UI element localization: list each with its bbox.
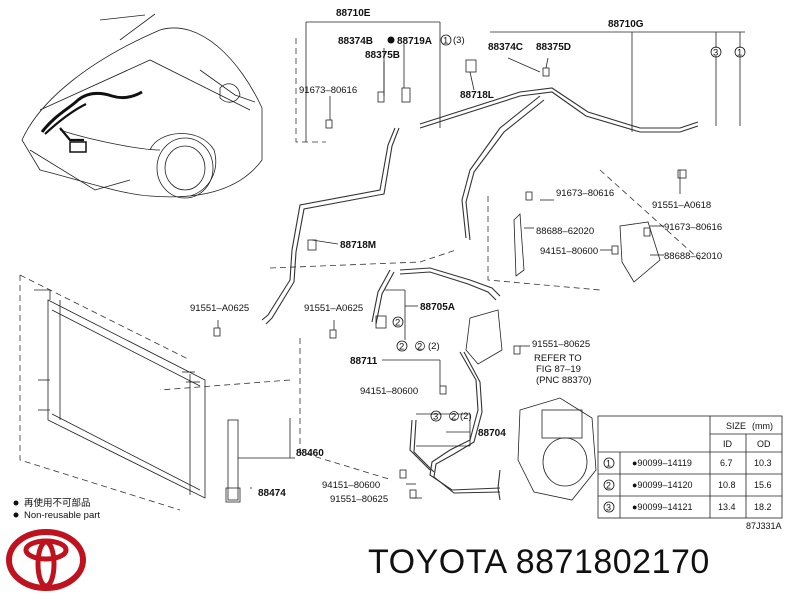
note-japanese: 再使用不可部品	[24, 497, 91, 509]
part-labels: 88710E 88710G 88374B 88719A 1 (3) 88375B…	[190, 8, 746, 505]
circle-mark-icon	[396, 340, 408, 352]
part-label: 91551–A0625	[304, 303, 363, 314]
part-label: 88460	[296, 448, 324, 459]
table-cell-od: 15.6	[754, 480, 772, 490]
toyota-logo-icon	[6, 528, 86, 597]
bullet-dot-icon	[13, 500, 19, 506]
part-label: 88705A	[420, 302, 455, 313]
component-shapes	[213, 59, 687, 501]
circle-mark: 2	[395, 318, 400, 329]
part-label: 91673–80616	[299, 85, 357, 96]
table-cell-no: 3	[606, 503, 611, 513]
part-label: 88374B	[338, 36, 373, 47]
part-label: 88688–62020	[536, 226, 594, 237]
table-row: 2 ●90099–14120 10.8 15.6	[603, 479, 772, 491]
hose-lines	[261, 87, 699, 501]
circle-mark: 2	[417, 342, 422, 353]
table-cell-id: 10.8	[718, 480, 736, 490]
part-label: 94151–80600	[540, 246, 598, 257]
table-row: 3 ●90099–14121 13.4 18.2	[603, 501, 772, 513]
table-cell-part: ●90099–14119	[632, 458, 692, 468]
circle-mark: 3	[713, 48, 718, 59]
refer-note: FIG 87–19	[536, 364, 581, 375]
part-label: 94151–80600	[322, 480, 380, 491]
table-header-id: ID	[723, 439, 733, 449]
table-title: SIZE	[726, 421, 746, 431]
circle-mark: 2	[451, 412, 456, 423]
circle-mark-icon	[603, 501, 615, 513]
circle-mark-icon	[430, 410, 442, 422]
part-label: 94151–80600	[360, 386, 418, 397]
part-label: 88711	[350, 356, 378, 367]
circle-mark-icon	[603, 457, 615, 469]
part-label: 88718M	[340, 240, 376, 251]
table-cell-od: 18.2	[754, 502, 772, 512]
note-non-reusable: Non-reusable part	[24, 510, 100, 520]
car-illustration	[21, 13, 263, 199]
part-label: 91673–80616	[664, 222, 722, 233]
part-label: 88704	[478, 428, 506, 439]
circle-mark: 2	[399, 342, 404, 353]
legend-notes: 再使用不可部品 Non-reusable part	[13, 497, 100, 521]
part-label: 88710E	[336, 8, 371, 19]
table-header-od: OD	[757, 439, 771, 449]
part-label: 91551–A0625	[190, 303, 249, 314]
bullet-dot-icon	[13, 512, 19, 518]
table-cell-part: ●90099–14121	[632, 502, 693, 512]
table-cell-od: 10.3	[754, 458, 772, 468]
circle-mark-icon	[415, 341, 425, 351]
part-label: 88474	[258, 488, 286, 499]
table-cell-no: 2	[606, 481, 611, 491]
group-outlines	[159, 38, 701, 481]
part-label: 88375D	[536, 42, 571, 53]
non-reusable-dot-icon	[387, 36, 395, 44]
figure-code: 87J331A	[746, 521, 782, 531]
condenser-illustration	[19, 274, 295, 511]
circle-mark-icon	[734, 46, 746, 58]
table-cell-id: 13.4	[718, 502, 736, 512]
leader-lines	[217, 21, 745, 499]
part-label: 88719A	[397, 36, 432, 47]
circle-mark-icon	[440, 34, 452, 46]
diagram-canvas: 88710E 88710G 88374B 88719A 1 (3) 88375B…	[13, 8, 783, 521]
circle-mark-icon	[392, 316, 404, 328]
refer-note: REFER TO	[534, 353, 582, 364]
qty-mark: (3)	[453, 35, 465, 46]
table-cell-part: ●90099–14120	[632, 480, 693, 490]
circle-mark-icon	[710, 46, 722, 58]
part-label: 91551–80625	[532, 339, 590, 350]
part-label: 88375B	[365, 50, 400, 61]
circle-mark-icon	[449, 411, 459, 421]
part-label: 88710G	[608, 19, 644, 30]
part-label: 91673–80616	[556, 188, 614, 199]
size-table: SIZE (mm) ID OD 1 ●90099–14119 6.7 10.3 …	[597, 415, 783, 519]
part-label: 91551–A0618	[652, 200, 711, 211]
circle-mark: 1	[443, 36, 448, 47]
part-label: 88718L	[460, 90, 494, 101]
table-cell-id: 6.7	[720, 458, 733, 468]
circle-mark: 1	[737, 48, 742, 59]
circle-mark-icon	[603, 479, 615, 491]
table-unit: (mm)	[752, 421, 773, 431]
part-label: 88374C	[488, 42, 523, 53]
qty-mark: (2)	[428, 341, 440, 352]
refer-note: (PNC 88370)	[536, 375, 591, 386]
table-cell-no: 1	[606, 459, 611, 469]
circle-mark: 3	[433, 412, 438, 423]
part-label: 88688–62010	[664, 251, 722, 262]
qty-mark: (2)	[460, 411, 472, 422]
part-label: 91551–80625	[330, 494, 388, 505]
table-row: 1 ●90099–14119 6.7 10.3	[603, 457, 772, 469]
brand-part-number: TOYOTA 8871802170	[368, 543, 710, 581]
